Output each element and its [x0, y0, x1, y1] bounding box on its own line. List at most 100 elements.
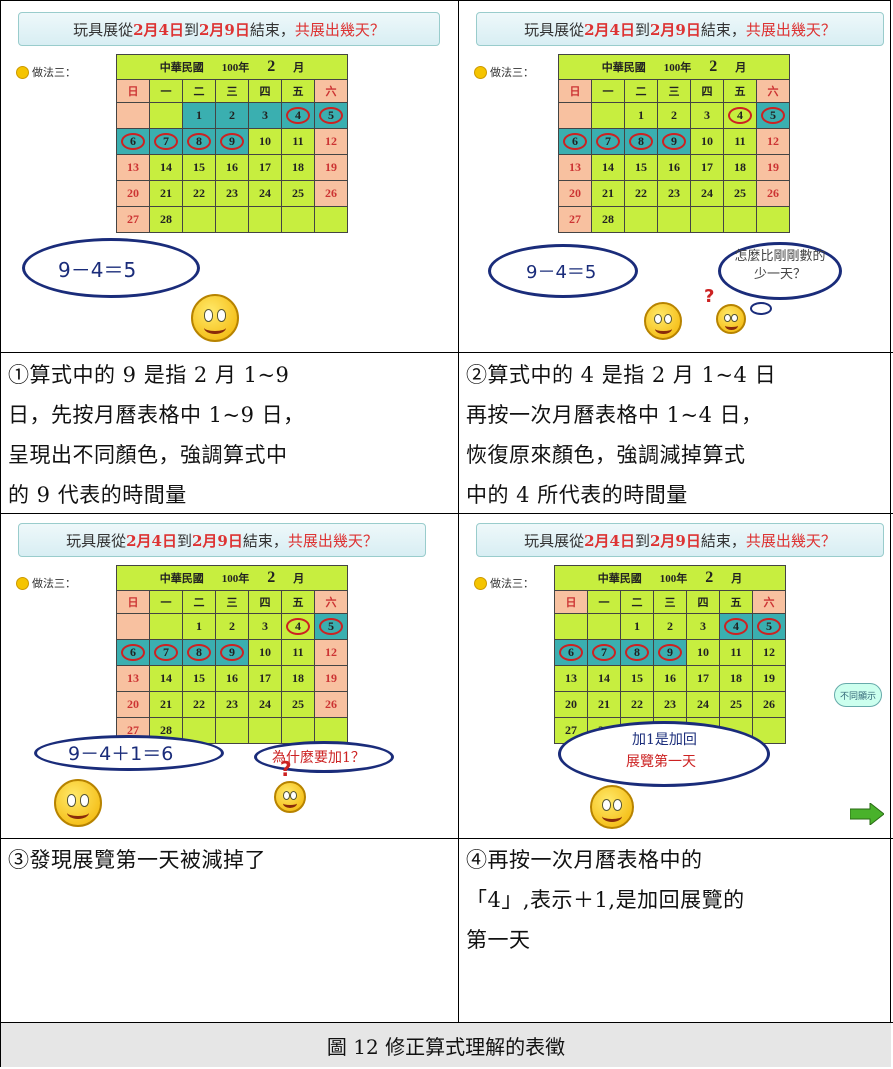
calendar-day[interactable]	[587, 613, 621, 640]
calendar-day[interactable]: 6	[116, 128, 150, 155]
calendar-day[interactable]: 14	[591, 154, 625, 181]
calendar-day[interactable]: 22	[182, 180, 216, 207]
calendar-day[interactable]: 12	[752, 639, 786, 666]
calendar-day[interactable]: 7	[149, 639, 183, 666]
calendar-day[interactable]: 11	[281, 639, 315, 666]
calendar-day[interactable]: 19	[314, 154, 348, 181]
calendar-day[interactable]: 23	[215, 691, 249, 718]
calendar-day[interactable]: 26	[752, 691, 786, 718]
calendar-day[interactable]	[248, 206, 282, 233]
calendar-day[interactable]	[116, 102, 150, 129]
calendar-day[interactable]: 3	[686, 613, 720, 640]
calendar-day[interactable]	[281, 206, 315, 233]
calendar-day[interactable]: 5	[314, 613, 348, 640]
calendar-day[interactable]: 1	[182, 102, 216, 129]
calendar-day[interactable]: 14	[149, 154, 183, 181]
calendar-day[interactable]: 23	[657, 180, 691, 207]
calendar-day[interactable]: 5	[752, 613, 786, 640]
calendar-day[interactable]: 23	[653, 691, 687, 718]
calendar-day[interactable]: 21	[149, 180, 183, 207]
calendar-day[interactable]	[215, 717, 249, 744]
calendar-day[interactable]: 3	[248, 613, 282, 640]
calendar-day[interactable]: 20	[116, 180, 150, 207]
calendar-day[interactable]	[657, 206, 691, 233]
calendar-day[interactable]: 21	[149, 691, 183, 718]
calendar-day[interactable]: 12	[314, 128, 348, 155]
calendar-day[interactable]	[554, 613, 588, 640]
calendar-day[interactable]: 17	[248, 665, 282, 692]
calendar-day[interactable]: 16	[215, 154, 249, 181]
calendar-day[interactable]: 18	[723, 154, 757, 181]
calendar-day[interactable]: 11	[719, 639, 753, 666]
calendar-day[interactable]: 6	[554, 639, 588, 666]
calendar-day[interactable]: 18	[281, 154, 315, 181]
calendar-day[interactable]	[116, 613, 150, 640]
calendar-day[interactable]: 25	[281, 691, 315, 718]
calendar-day[interactable]: 19	[756, 154, 790, 181]
calendar-day[interactable]: 15	[624, 154, 658, 181]
calendar-day[interactable]: 14	[587, 665, 621, 692]
calendar-day[interactable]	[624, 206, 658, 233]
calendar-day[interactable]: 6	[558, 128, 592, 155]
calendar-day[interactable]: 20	[558, 180, 592, 207]
calendar-day[interactable]: 2	[657, 102, 691, 129]
calendar-day[interactable]: 20	[116, 691, 150, 718]
calendar-day[interactable]: 9	[215, 639, 249, 666]
calendar-day[interactable]: 25	[723, 180, 757, 207]
calendar-day[interactable]: 15	[182, 154, 216, 181]
calendar-day[interactable]	[248, 717, 282, 744]
calendar-day[interactable]: 15	[182, 665, 216, 692]
calendar-day[interactable]: 19	[752, 665, 786, 692]
calendar-day[interactable]: 7	[591, 128, 625, 155]
calendar-day[interactable]: 13	[558, 154, 592, 181]
calendar-day[interactable]: 4	[281, 613, 315, 640]
calendar-day[interactable]: 13	[554, 665, 588, 692]
calendar-day[interactable]: 7	[149, 128, 183, 155]
calendar-day[interactable]: 10	[248, 639, 282, 666]
calendar-day[interactable]	[281, 717, 315, 744]
calendar-day[interactable]: 5	[314, 102, 348, 129]
calendar-day[interactable]	[558, 102, 592, 129]
calendar-day[interactable]	[314, 206, 348, 233]
calendar-day[interactable]: 4	[281, 102, 315, 129]
calendar-day[interactable]: 10	[686, 639, 720, 666]
calendar-day[interactable]: 18	[719, 665, 753, 692]
calendar-day[interactable]: 24	[248, 691, 282, 718]
calendar-day[interactable]	[314, 717, 348, 744]
calendar-day[interactable]: 17	[690, 154, 724, 181]
calendar-day[interactable]: 26	[314, 180, 348, 207]
calendar-day[interactable]: 16	[215, 665, 249, 692]
calendar-day[interactable]: 8	[182, 639, 216, 666]
calendar-day[interactable]: 24	[248, 180, 282, 207]
calendar-day[interactable]: 2	[653, 613, 687, 640]
calendar-day[interactable]: 11	[281, 128, 315, 155]
calendar-day[interactable]: 8	[620, 639, 654, 666]
calendar-day[interactable]: 13	[116, 665, 150, 692]
calendar-day[interactable]: 24	[686, 691, 720, 718]
calendar-day[interactable]: 1	[620, 613, 654, 640]
calendar-day[interactable]: 28	[591, 206, 625, 233]
calendar-day[interactable]	[756, 206, 790, 233]
calendar-day[interactable]: 26	[756, 180, 790, 207]
calendar-day[interactable]: 20	[554, 691, 588, 718]
calendar-day[interactable]: 10	[690, 128, 724, 155]
calendar-day[interactable]: 21	[591, 180, 625, 207]
calendar-day[interactable]: 8	[182, 128, 216, 155]
calendar-day[interactable]: 10	[248, 128, 282, 155]
calendar-day[interactable]: 27	[558, 206, 592, 233]
calendar-day[interactable]: 2	[215, 613, 249, 640]
calendar-day[interactable]: 4	[719, 613, 753, 640]
calendar-day[interactable]: 15	[620, 665, 654, 692]
calendar-day[interactable]: 11	[723, 128, 757, 155]
calendar-day[interactable]: 19	[314, 665, 348, 692]
calendar-day[interactable]	[149, 613, 183, 640]
calendar-day[interactable]	[591, 102, 625, 129]
calendar-day[interactable]: 1	[182, 613, 216, 640]
calendar-day[interactable]: 23	[215, 180, 249, 207]
calendar-day[interactable]: 3	[690, 102, 724, 129]
calendar-day[interactable]: 4	[723, 102, 757, 129]
calendar-day[interactable]: 28	[149, 206, 183, 233]
calendar-day[interactable]: 6	[116, 639, 150, 666]
calendar-day[interactable]	[723, 206, 757, 233]
calendar-day[interactable]: 8	[624, 128, 658, 155]
